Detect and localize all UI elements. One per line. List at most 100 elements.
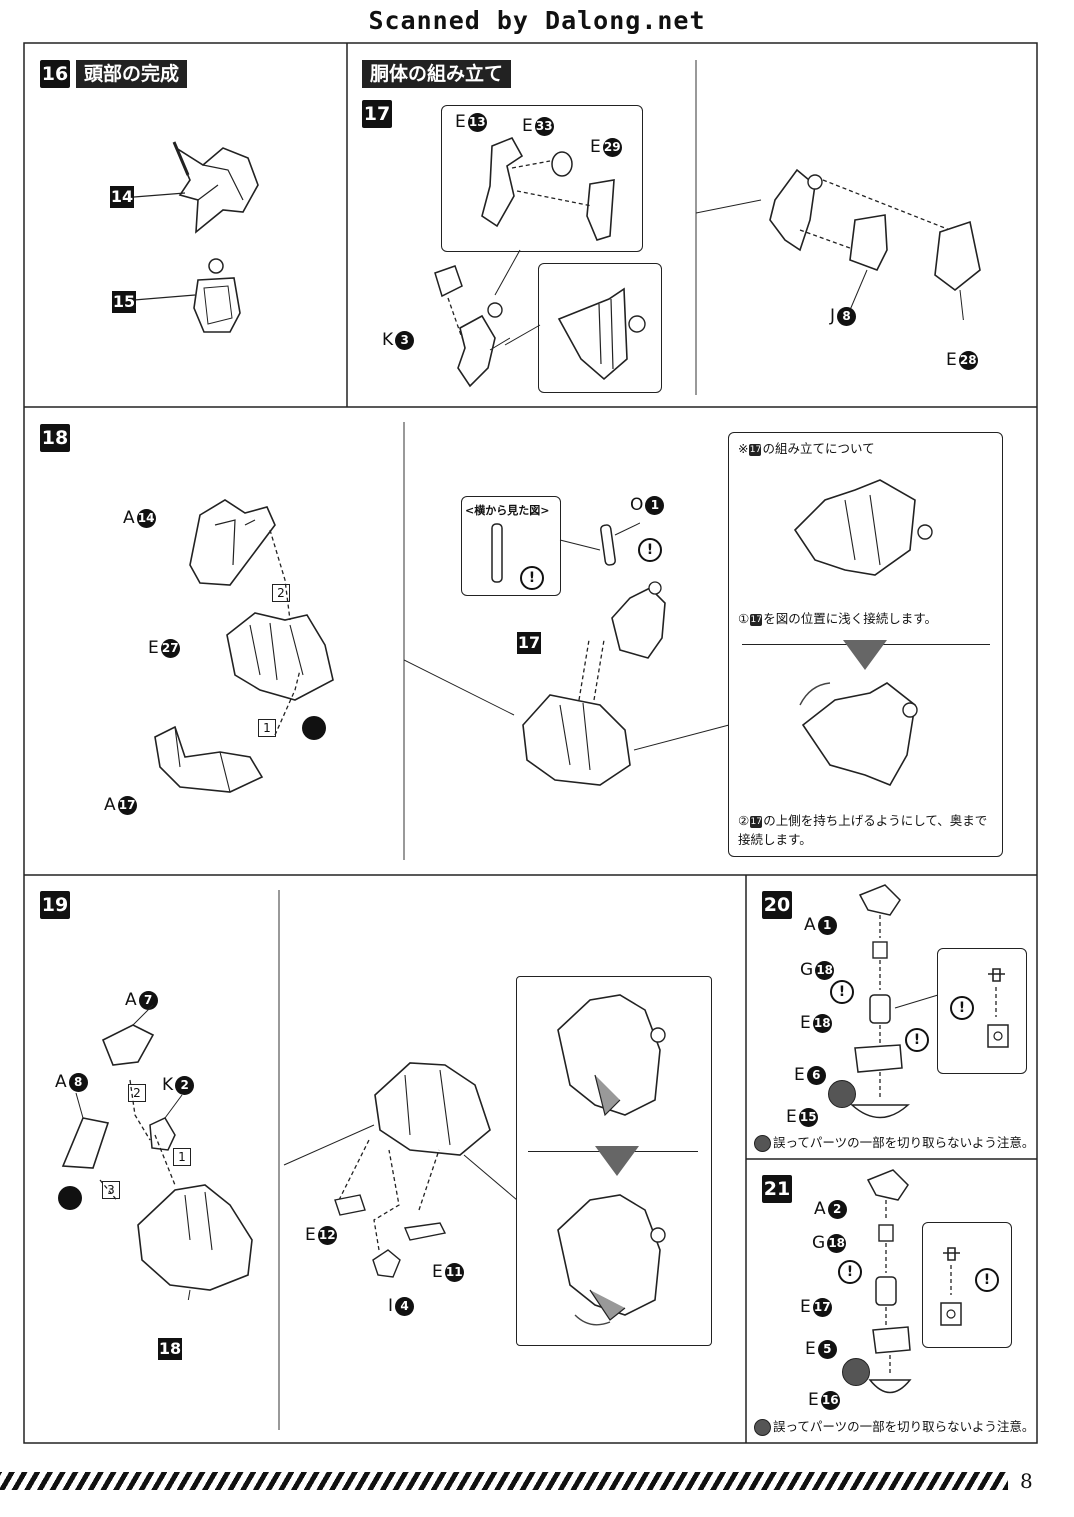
step-21-number: 21 (762, 1175, 792, 1203)
down-arrow-icon (595, 1146, 639, 1176)
callout-lines-19 (283, 1124, 518, 1251)
step-19-number: 19 (40, 891, 70, 919)
order-3-badge: 3 (102, 1181, 120, 1199)
step-21-detail-box (922, 1222, 1012, 1348)
note-drawing-1 (785, 470, 935, 595)
part-17-drawing (600, 578, 680, 668)
scan-credit: Scanned by Dalong.net (368, 6, 706, 35)
k3-assembly-drawing (420, 258, 511, 393)
step-21-parts-drawing (866, 1169, 912, 1394)
assembly-arrows (133, 192, 196, 301)
down-arrow-icon (843, 640, 887, 670)
head-lower-part-drawing (190, 258, 242, 336)
part-tag-17: 17 (517, 632, 541, 654)
e27-body-drawing (215, 605, 340, 705)
caution-icon: ! (838, 1260, 862, 1284)
step-17-number: 17 (362, 100, 392, 128)
note-drawing-2 (795, 675, 945, 800)
part-tag-15: 15 (112, 291, 136, 313)
order-1-badge: 1 (258, 719, 276, 737)
caution-icon: ! (520, 566, 544, 590)
caution-icon: ! (638, 538, 662, 562)
step-17-zoom-box (538, 263, 662, 393)
order-1-badge: 1 (173, 1148, 191, 1166)
cut-warning-20: 誤ってパーツの一部を切り取らないよう注意。 (754, 1133, 1034, 1152)
page-number: 8 (1020, 1469, 1033, 1493)
i4-part-drawing (372, 1249, 401, 1278)
a8-part-drawing (61, 1092, 110, 1169)
callout-lines-18 (404, 640, 730, 751)
caution-icon: ! (950, 996, 974, 1020)
note-step-2: ②17の上側を持ち上げるようにして、奥まで接続します。 (738, 813, 988, 847)
torso-body-drawing (515, 685, 635, 790)
cut-warning-icon (842, 1358, 870, 1386)
footer-stripe-bar (0, 1472, 1008, 1490)
assembly-arrows-19 (99, 1079, 176, 1200)
step-16-number: 16 (40, 60, 70, 88)
side-view-pin (491, 523, 503, 583)
part-tag-14: 14 (110, 186, 134, 208)
torso-exploded-drawing (755, 160, 995, 353)
callout-line-torso (696, 199, 762, 214)
step-16-title: 頭部の完成 (76, 60, 188, 88)
callout-lines-17 (494, 249, 541, 346)
caution-icon: ! (830, 980, 854, 1004)
a14-part-drawing (185, 495, 280, 590)
detail-drawing-1 (550, 990, 680, 1125)
order-2-badge: 2 (272, 584, 290, 602)
note-title: ※17の組み立てについて (738, 441, 875, 456)
torso-18-drawing (130, 1180, 260, 1321)
cut-warning-21: 誤ってパーツの一部を切り取らないよう注意。 (754, 1417, 1034, 1436)
side-view-label: <横から見た図> (465, 504, 550, 517)
part-tag-18: 18 (158, 1338, 182, 1360)
section-title-torso: 胴体の組み立て (362, 60, 512, 88)
press-icon (58, 1186, 82, 1210)
k2-part-drawing (149, 1094, 183, 1151)
step-20-parts-drawing (850, 884, 939, 1119)
assembly-arrows-18 (269, 529, 301, 736)
cut-warning-icon (828, 1080, 856, 1108)
detail-drawing-2 (550, 1190, 680, 1330)
caution-icon: ! (975, 1268, 999, 1292)
e12-part-drawing (334, 1194, 366, 1216)
a17-part-drawing (150, 722, 265, 797)
step-18-number: 18 (40, 424, 70, 452)
note-step-1: ①17を図の位置に浅く接続します。 (738, 611, 937, 626)
press-icon (302, 716, 326, 740)
head-assembly-drawing (168, 140, 263, 240)
torso-rear-drawing (365, 1055, 495, 1165)
a7-part-drawing (101, 1004, 155, 1066)
step-20-number: 20 (762, 891, 792, 919)
side-view-box (461, 496, 561, 596)
caution-icon: ! (905, 1028, 929, 1052)
pin-drawing (559, 522, 640, 566)
e11-part-drawing (404, 1222, 447, 1241)
